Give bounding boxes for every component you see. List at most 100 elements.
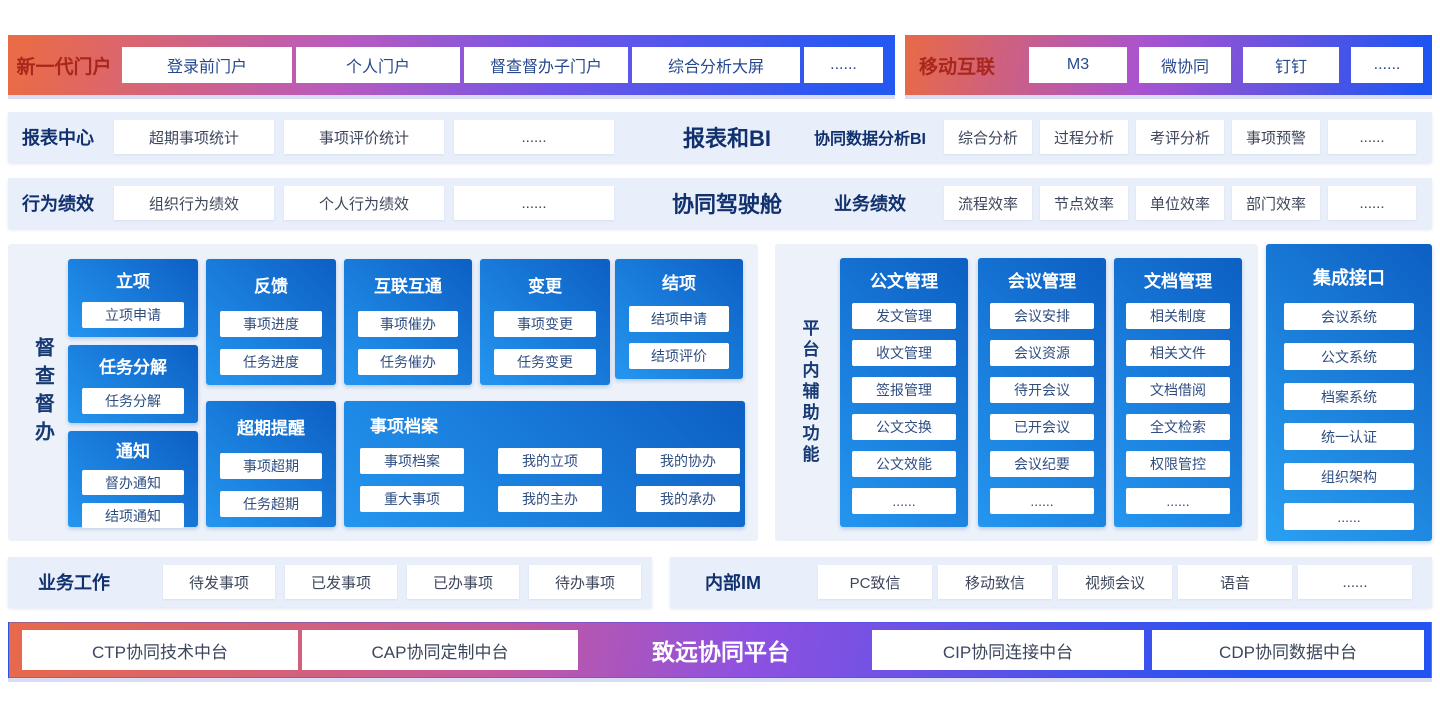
portal-item-personal[interactable]: 个人门户 xyxy=(296,47,460,83)
btn-cdp[interactable]: CDP协同数据中台 xyxy=(1152,630,1424,670)
btn-jiexiang-apply[interactable]: 结项申请 xyxy=(629,306,729,332)
im-band: 内部IM PC致信 移动致信 视频会议 语音 ...... xyxy=(670,557,1432,607)
business-perf-label: 业务绩效 xyxy=(834,194,906,214)
btn-cip[interactable]: CIP协同连接中台 xyxy=(872,630,1144,670)
mobile-item-more[interactable]: ...... xyxy=(1351,47,1423,83)
mobile-item-dingding[interactable]: 钉钉 xyxy=(1243,47,1339,83)
block-hulian: 互联互通 事项催办 任务催办 xyxy=(344,259,472,385)
report-item-more[interactable]: ...... xyxy=(454,120,614,154)
btn-doc-more[interactable]: ...... xyxy=(1126,488,1230,514)
btn-my-zhuban[interactable]: 我的主办 xyxy=(498,486,602,512)
behavior-perf-label: 行为绩效 xyxy=(22,194,94,214)
btn-my-xieban[interactable]: 我的协办 xyxy=(636,448,740,474)
block-tongzhi-title: 通知 xyxy=(116,442,150,461)
mobile-item-weixietong[interactable]: 微协同 xyxy=(1139,47,1231,83)
btn-mobile-zhixin[interactable]: 移动致信 xyxy=(938,565,1052,599)
perf-item-dept[interactable]: 部门效率 xyxy=(1232,186,1320,220)
btn-doc-search[interactable]: 全文检索 xyxy=(1126,414,1230,440)
btn-im-more[interactable]: ...... xyxy=(1298,565,1412,599)
mobile-banner: 移动互联 M3 微协同 钉钉 ...... xyxy=(905,35,1432,95)
block-fankui-title: 反馈 xyxy=(254,277,288,296)
btn-doc-rules[interactable]: 相关制度 xyxy=(1126,303,1230,329)
btn-fawen[interactable]: 发文管理 xyxy=(852,303,956,329)
btn-major-matter[interactable]: 重大事项 xyxy=(360,486,464,512)
btn-unified-auth[interactable]: 统一认证 xyxy=(1284,423,1414,450)
bi-item-more[interactable]: ...... xyxy=(1328,120,1416,154)
column-gongwen-title: 公文管理 xyxy=(870,272,938,291)
btn-task-change[interactable]: 任务变更 xyxy=(494,349,596,375)
business-band: 业务工作 待发事项 已发事项 已办事项 待办事项 xyxy=(8,557,652,607)
btn-task-overdue[interactable]: 任务超期 xyxy=(220,491,322,517)
btn-cap[interactable]: CAP协同定制中台 xyxy=(302,630,578,670)
btn-voice[interactable]: 语音 xyxy=(1178,565,1292,599)
column-wendang-title: 文档管理 xyxy=(1144,272,1212,291)
btn-task-progress[interactable]: 任务进度 xyxy=(220,349,322,375)
bi-item-process[interactable]: 过程分析 xyxy=(1040,120,1128,154)
im-label: 内部IM xyxy=(705,573,761,593)
report-item-overdue-stats[interactable]: 超期事项统计 xyxy=(114,120,274,154)
bi-item-appraisal[interactable]: 考评分析 xyxy=(1136,120,1224,154)
btn-video-meeting[interactable]: 视频会议 xyxy=(1058,565,1172,599)
block-jiexiang: 结项 结项申请 结项评价 xyxy=(615,259,743,379)
btn-doc-files[interactable]: 相关文件 xyxy=(1126,340,1230,366)
btn-meeting-resource[interactable]: 会议资源 xyxy=(990,340,1094,366)
btn-gongwen-more[interactable]: ...... xyxy=(852,488,956,514)
btn-todo[interactable]: 待办事项 xyxy=(529,565,641,599)
block-chaoqi-title: 超期提醒 xyxy=(237,419,305,438)
btn-gongwen-xiaoneng[interactable]: 公文效能 xyxy=(852,451,956,477)
btn-matter-urge[interactable]: 事项催办 xyxy=(358,311,458,337)
portal-item-login[interactable]: 登录前门户 xyxy=(122,47,292,83)
btn-lixiang-apply[interactable]: 立项申请 xyxy=(82,302,184,328)
perf-item-org[interactable]: 组织行为绩效 xyxy=(114,186,274,220)
btn-task-urge[interactable]: 任务催办 xyxy=(358,349,458,375)
report-item-eval-stats[interactable]: 事项评价统计 xyxy=(284,120,444,154)
perf-item-more[interactable]: ...... xyxy=(1328,186,1416,220)
btn-meeting-minutes[interactable]: 会议纪要 xyxy=(990,451,1094,477)
btn-sent[interactable]: 已发事项 xyxy=(285,565,397,599)
btn-task-decompose[interactable]: 任务分解 xyxy=(82,388,184,414)
btn-matter-archive[interactable]: 事项档案 xyxy=(360,448,464,474)
btn-shouwen[interactable]: 收文管理 xyxy=(852,340,956,366)
btn-jiexiang-eval[interactable]: 结项评价 xyxy=(629,343,729,369)
perf-item-personal[interactable]: 个人行为绩效 xyxy=(284,186,444,220)
btn-doc-borrow[interactable]: 文档借阅 xyxy=(1126,377,1230,403)
btn-matter-progress[interactable]: 事项进度 xyxy=(220,311,322,337)
report-bi-title: 报表和BI xyxy=(682,126,771,151)
btn-ctp[interactable]: CTP协同技术中台 xyxy=(22,630,298,670)
btn-meeting-held[interactable]: 已开会议 xyxy=(990,414,1094,440)
btn-to-send[interactable]: 待发事项 xyxy=(163,565,275,599)
perf-item-node[interactable]: 节点效率 xyxy=(1040,186,1128,220)
btn-doc-permission[interactable]: 权限管控 xyxy=(1126,451,1230,477)
bi-item-warning[interactable]: 事项预警 xyxy=(1232,120,1320,154)
mobile-item-m3[interactable]: M3 xyxy=(1029,47,1127,83)
btn-meeting-more[interactable]: ...... xyxy=(990,488,1094,514)
portal-item-supervision[interactable]: 督查督办子门户 xyxy=(464,47,628,83)
btn-duban-notice[interactable]: 督办通知 xyxy=(82,470,184,495)
btn-meeting-pending[interactable]: 待开会议 xyxy=(990,377,1094,403)
btn-gongwen-exchange[interactable]: 公文交换 xyxy=(852,414,956,440)
block-fenjie-title: 任务分解 xyxy=(99,358,167,377)
perf-item-flow[interactable]: 流程效率 xyxy=(944,186,1032,220)
perf-item-more[interactable]: ...... xyxy=(454,186,614,220)
btn-qianbao[interactable]: 签报管理 xyxy=(852,377,956,403)
btn-matter-change[interactable]: 事项变更 xyxy=(494,311,596,337)
btn-gongwen-system[interactable]: 公文系统 xyxy=(1284,343,1414,370)
auxiliary-panel: 平台内辅助功能 公文管理 发文管理 收文管理 签报管理 公文交换 公文效能 ..… xyxy=(775,244,1258,541)
btn-matter-overdue[interactable]: 事项超期 xyxy=(220,453,322,479)
bi-item-comprehensive[interactable]: 综合分析 xyxy=(944,120,1032,154)
btn-jiexiang-notice[interactable]: 结项通知 xyxy=(82,503,184,528)
block-jiexiang-title: 结项 xyxy=(662,274,696,293)
btn-meeting-system[interactable]: 会议系统 xyxy=(1284,303,1414,330)
btn-org-structure[interactable]: 组织架构 xyxy=(1284,463,1414,490)
perf-item-unit[interactable]: 单位效率 xyxy=(1136,186,1224,220)
btn-done[interactable]: 已办事项 xyxy=(407,565,519,599)
portal-item-more[interactable]: ...... xyxy=(804,47,883,83)
btn-my-lixiang[interactable]: 我的立项 xyxy=(498,448,602,474)
portal-item-bigscreen[interactable]: 综合分析大屏 xyxy=(632,47,800,83)
btn-pc-zhixin[interactable]: PC致信 xyxy=(818,565,932,599)
btn-integration-more[interactable]: ...... xyxy=(1284,503,1414,530)
btn-my-chengban[interactable]: 我的承办 xyxy=(636,486,740,512)
btn-archive-system[interactable]: 档案系统 xyxy=(1284,383,1414,410)
btn-meeting-plan[interactable]: 会议安排 xyxy=(990,303,1094,329)
